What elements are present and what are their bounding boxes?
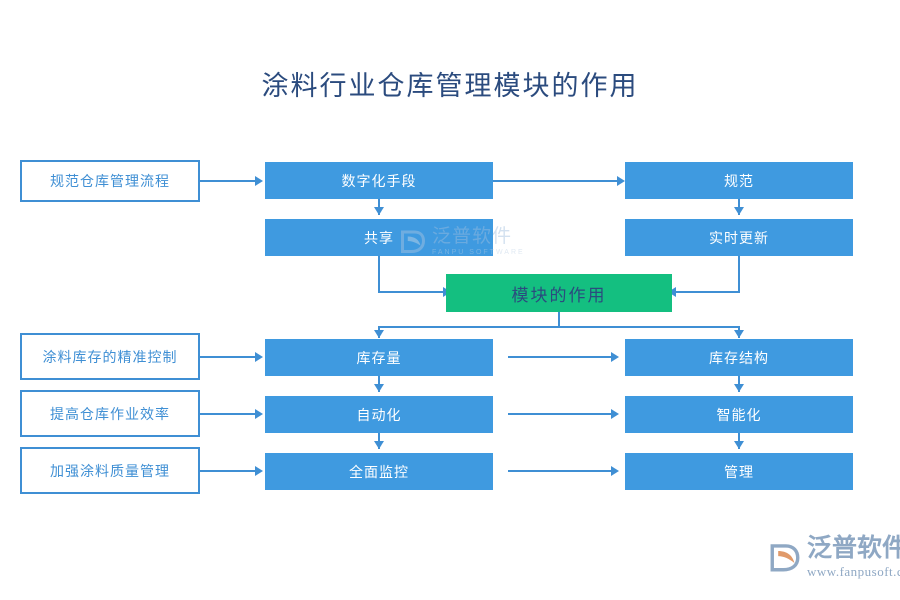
arrowhead-mid1-to-right1 — [617, 176, 625, 186]
node-right-1-label: 规范 — [724, 172, 754, 189]
node-left-4-label: 加强涂料质量管理 — [50, 462, 170, 479]
connector-left4-to-mid5 — [199, 470, 255, 472]
node-right-2-label: 实时更新 — [709, 229, 769, 246]
arrowhead-mid3-to-mid4 — [374, 384, 384, 392]
connector-mid4-to-right4 — [508, 413, 612, 415]
node-right-4[interactable]: 智能化 — [625, 396, 853, 433]
arrowhead-bus-to-mid3 — [374, 330, 384, 338]
arrowhead-right4-to-right5 — [734, 441, 744, 449]
connector-distribution-bus — [378, 326, 740, 328]
node-center[interactable]: 模块的作用 — [446, 274, 672, 312]
node-right-5-label: 管理 — [724, 463, 754, 480]
node-mid-4-label: 自动化 — [356, 406, 402, 423]
arrowhead-left3-to-mid4 — [255, 409, 263, 419]
connector-mid1-to-right1 — [493, 180, 618, 182]
node-mid-2[interactable]: 共享 — [265, 219, 493, 256]
node-mid-5-label: 全面监控 — [349, 463, 409, 480]
node-mid-2-label: 共享 — [364, 229, 394, 246]
node-mid-5[interactable]: 全面监控 — [265, 453, 493, 490]
node-mid-4[interactable]: 自动化 — [265, 396, 493, 433]
node-mid-3-label: 库存量 — [356, 349, 402, 366]
node-mid-3[interactable]: 库存量 — [265, 339, 493, 376]
node-left-1-label: 规范仓库管理流程 — [50, 173, 170, 189]
node-mid-1-label: 数字化手段 — [341, 172, 417, 189]
node-left-2-label: 涂料库存的精准控制 — [42, 348, 178, 365]
node-right-1[interactable]: 规范 — [625, 162, 853, 199]
connector-left3-to-mid4 — [199, 413, 255, 415]
node-right-4-label: 智能化 — [716, 406, 762, 423]
node-left-2[interactable]: 涂料库存的精准控制 — [20, 333, 200, 380]
node-left-3-label: 提高仓库作业效率 — [50, 405, 170, 422]
node-center-label: 模块的作用 — [511, 285, 607, 305]
connector-mid3-to-right3 — [508, 356, 612, 358]
fanpu-logo-mark-icon — [768, 540, 802, 574]
arrowhead-left4-to-mid5 — [255, 466, 263, 476]
node-right-2[interactable]: 实时更新 — [625, 219, 853, 256]
connector-right2-down — [738, 255, 740, 293]
connector-right2-to-center — [676, 291, 740, 293]
connector-mid5-to-right5 — [508, 470, 612, 472]
arrowhead-mid3-to-right3 — [611, 352, 619, 362]
arrowhead-bus-to-right3 — [734, 330, 744, 338]
connector-left1-to-mid1 — [197, 180, 255, 182]
arrowhead-right3-to-right4 — [734, 384, 744, 392]
connector-mid2-down — [378, 255, 380, 293]
fanpu-logo-url: www.fanpusoft.com — [807, 564, 900, 579]
connector-mid2-to-center — [378, 291, 444, 293]
node-right-3-label: 库存结构 — [709, 349, 769, 366]
connector-left2-to-mid3 — [199, 356, 255, 358]
arrowhead-right1-to-right2 — [734, 207, 744, 215]
arrowhead-left2-to-mid3 — [255, 352, 263, 362]
page-title: 涂料行业仓库管理模块的作用 — [261, 71, 639, 101]
fanpu-logo-text: 泛普软件 www.fanpusoft.com — [807, 534, 900, 579]
fanpu-logo-cn: 泛普软件 — [807, 534, 900, 562]
fanpu-logo: 泛普软件 www.fanpusoft.com — [768, 536, 900, 578]
arrowhead-mid4-to-mid5 — [374, 441, 384, 449]
arrowhead-left1-to-mid1 — [255, 176, 263, 186]
node-right-5[interactable]: 管理 — [625, 453, 853, 490]
arrowhead-mid1-to-mid2 — [374, 207, 384, 215]
node-right-3[interactable]: 库存结构 — [625, 339, 853, 376]
arrowhead-mid4-to-right4 — [611, 409, 619, 419]
node-left-3[interactable]: 提高仓库作业效率 — [20, 390, 200, 437]
node-mid-1[interactable]: 数字化手段 — [265, 162, 493, 199]
node-left-1[interactable]: 规范仓库管理流程 — [20, 160, 200, 202]
connector-center-down — [558, 311, 560, 328]
node-left-4[interactable]: 加强涂料质量管理 — [20, 447, 200, 494]
arrowhead-mid5-to-right5 — [611, 466, 619, 476]
arrowhead-right2-to-center — [668, 287, 676, 297]
